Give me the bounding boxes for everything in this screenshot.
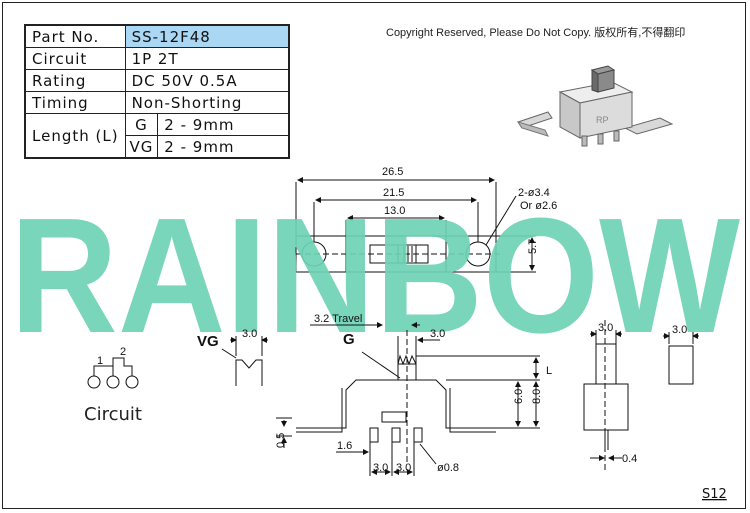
hole-note-line2: Or ø2.6 (520, 200, 557, 212)
spec-table: Part No. SS-12F48 Circuit 1P 2T Rating D… (24, 24, 290, 159)
hole-note-line1: 2-ø3.4 (518, 187, 550, 199)
front-view (276, 322, 540, 476)
actuator-width: 3.0 (430, 328, 445, 340)
page-code: S12 (702, 487, 727, 502)
dim-6: 6.0 (513, 389, 525, 404)
dim-overall-length: 26.5 (382, 166, 403, 178)
circuit-diagram (87, 357, 139, 389)
copyright-notice: Copyright Reserved, Please Do Not Copy. … (386, 27, 686, 39)
dim-l: L (546, 365, 552, 377)
length-value-g: 2 - 9mm (157, 113, 290, 136)
dim-mount-spacing: 21.5 (383, 187, 404, 199)
circuit-pin-1: 1 (97, 355, 103, 367)
circuit-label: Circuit (84, 404, 142, 425)
rainbow-watermark: RAINBOW (10, 184, 740, 367)
end-view (663, 332, 699, 385)
part-no-value: SS-12F48 (124, 24, 290, 48)
pin-diameter: ø0.8 (437, 462, 459, 474)
timing-label: Timing (24, 91, 126, 114)
circuit-pin-2: 2 (120, 346, 126, 358)
side-top-width: 3.0 (598, 322, 613, 334)
length-label: Length (L) (24, 113, 126, 159)
rating-label: Rating (24, 69, 126, 92)
vg-width: 3.0 (242, 328, 257, 340)
dim-slot-length: 13.0 (384, 205, 405, 217)
product-render: RP (516, 65, 674, 147)
top-view (295, 177, 536, 273)
pin-pitch-1: 3.0 (373, 462, 388, 474)
part-no-label: Part No. (24, 24, 126, 48)
side-pin-width: 0.4 (622, 453, 637, 465)
product-logo: RP (596, 115, 609, 125)
dim-edge-pin: 1.6 (337, 440, 352, 452)
dim-body-height: 5.7 (527, 239, 539, 254)
travel-label: 3.2 Travel (314, 313, 362, 325)
length-value-vg: 2 - 9mm (157, 135, 290, 159)
side-view (583, 320, 629, 470)
end-width: 3.0 (672, 324, 687, 336)
vg-detail (221, 336, 268, 386)
circuit-label: Circuit (24, 47, 126, 70)
pin-pitch-2: 3.0 (396, 462, 411, 474)
dim-8: 8.0 (531, 389, 543, 404)
dim-thickness: 0.5 (275, 433, 287, 448)
actuator-g-label: G (343, 331, 355, 348)
rating-value: DC 50V 0.5A (124, 69, 290, 92)
vg-label: VG (197, 333, 219, 350)
